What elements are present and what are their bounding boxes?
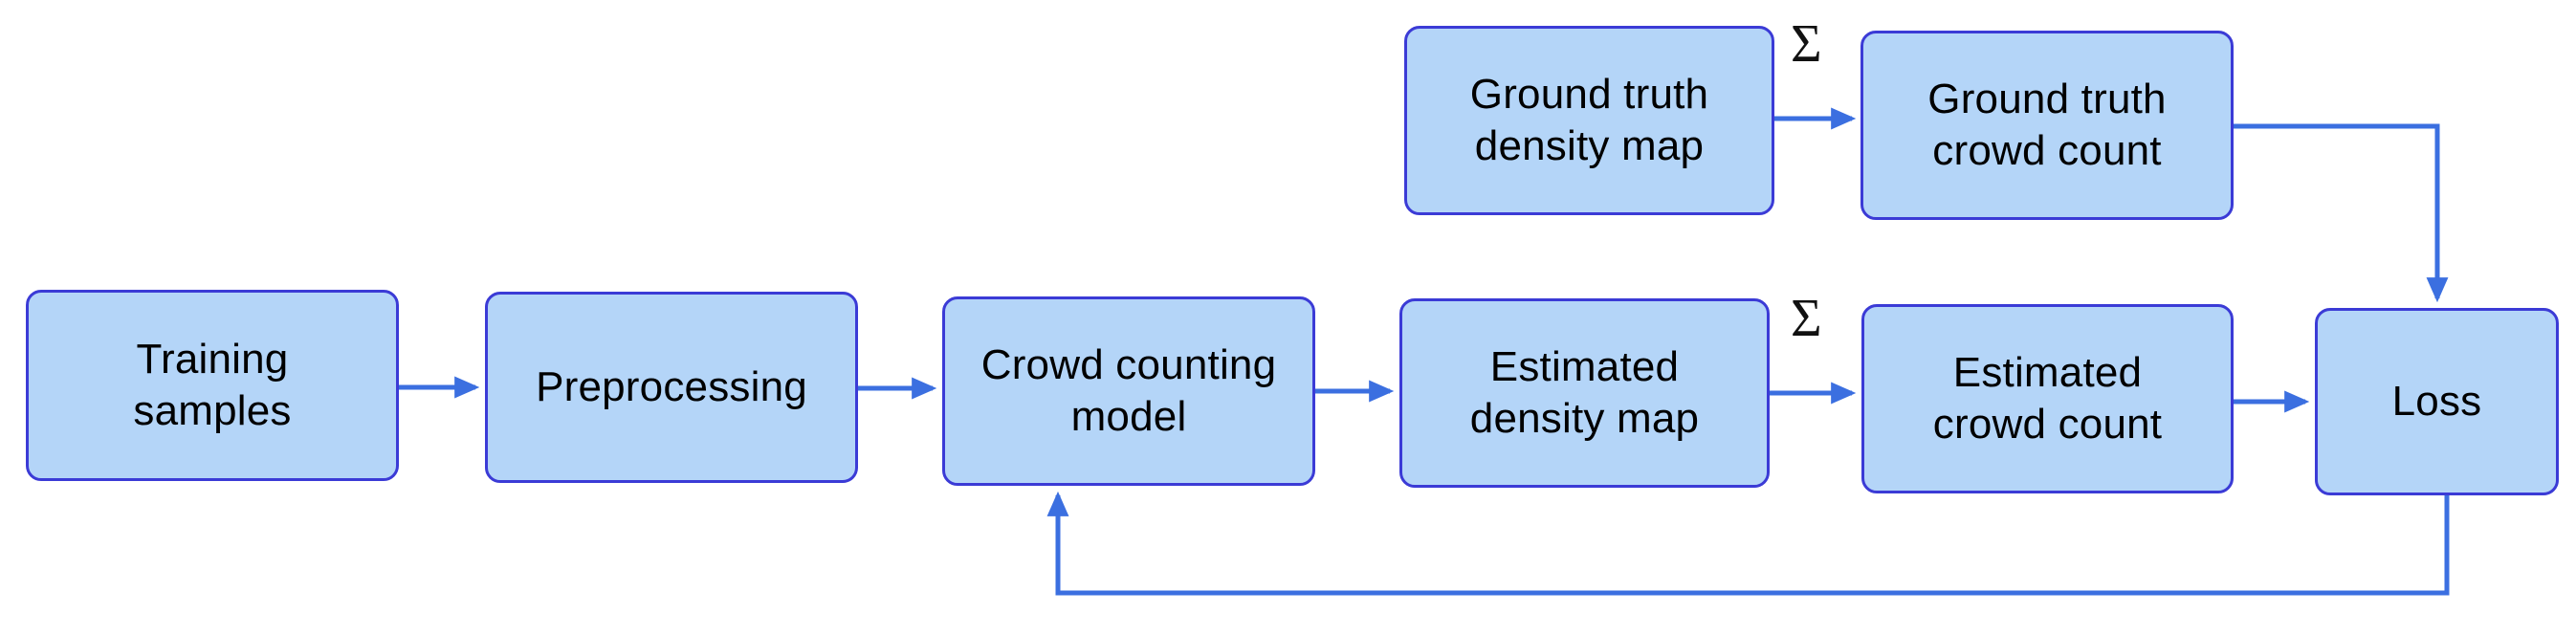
node-training-samples[interactable]: Training samples: [26, 290, 399, 481]
node-label: Preprocessing: [536, 363, 807, 411]
sigma-symbol-ground-truth: Σ: [1791, 14, 1822, 74]
node-label: Estimated crowd count: [1932, 349, 2163, 448]
edge-gt-count-to-loss: [2234, 123, 2449, 303]
node-label: Crowd counting model: [980, 341, 1277, 440]
node-label: Ground truth density map: [1469, 71, 1709, 169]
node-estimated-density-map[interactable]: Estimated density map: [1399, 298, 1770, 488]
node-preprocessing[interactable]: Preprocessing: [485, 292, 858, 483]
node-label: Estimated density map: [1469, 343, 1700, 442]
node-label: Training samples: [133, 336, 292, 434]
node-ground-truth-density-map[interactable]: Ground truth density map: [1404, 26, 1774, 215]
node-label: Ground truth crowd count: [1927, 76, 2167, 174]
node-loss[interactable]: Loss: [2315, 308, 2559, 495]
node-label: Loss: [2391, 378, 2482, 426]
node-ground-truth-crowd-count[interactable]: Ground truth crowd count: [1860, 31, 2234, 220]
edge-loss-feedback-to-model: [1046, 491, 2450, 596]
sigma-symbol-estimated: Σ: [1791, 289, 1822, 348]
node-estimated-crowd-count[interactable]: Estimated crowd count: [1861, 304, 2234, 493]
node-crowd-counting-model[interactable]: Crowd counting model: [942, 296, 1315, 486]
